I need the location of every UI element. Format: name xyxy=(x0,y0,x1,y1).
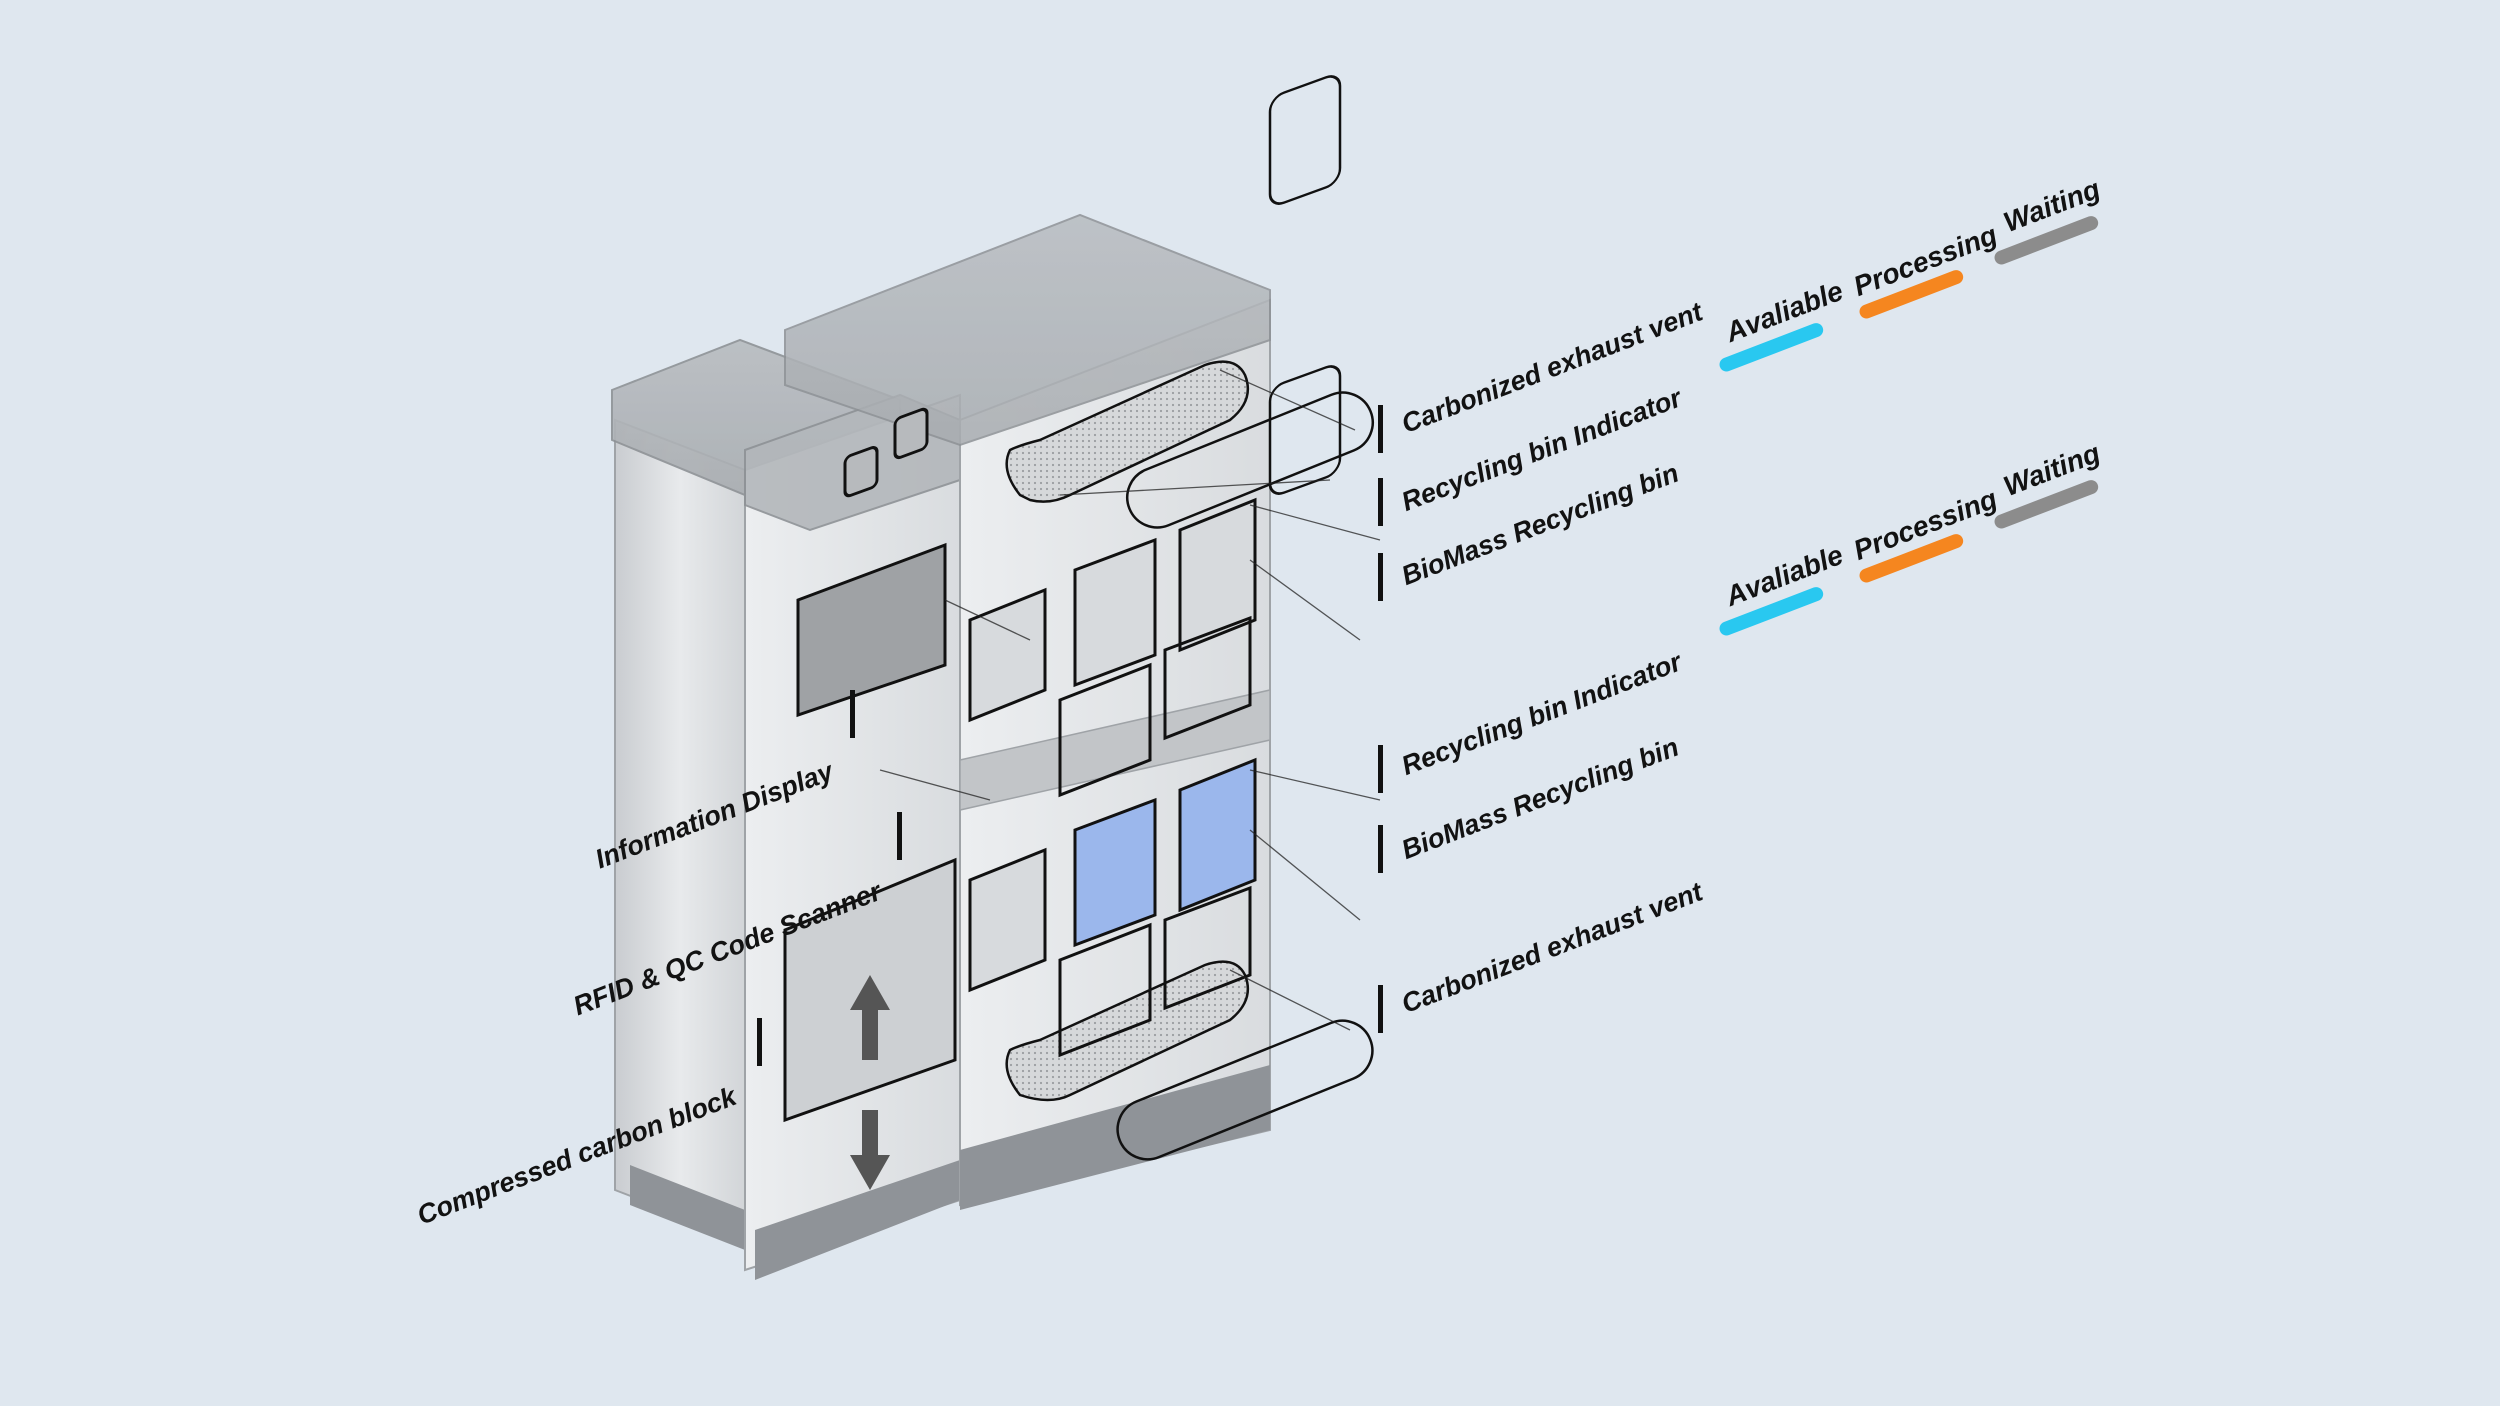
middle-column xyxy=(744,393,961,1280)
callout-tick xyxy=(1378,478,1383,526)
carbon-block-window xyxy=(783,857,957,1190)
upper-vent xyxy=(1005,360,1250,503)
callout-tick xyxy=(1378,405,1383,453)
lower-vent xyxy=(1005,960,1250,1102)
lower-bins xyxy=(968,757,1257,1058)
info-display-screen xyxy=(796,542,947,718)
callout-tick xyxy=(757,1018,762,1066)
callout-tick xyxy=(897,812,902,860)
exploded-outlines xyxy=(1116,75,1374,1161)
callout-tick xyxy=(1378,985,1383,1033)
callout-tick xyxy=(1378,825,1383,873)
upper-bins xyxy=(968,497,1257,798)
callout-tick xyxy=(1378,553,1383,601)
callout-tick xyxy=(1378,745,1383,793)
callout-tick xyxy=(850,690,855,738)
leader-lines xyxy=(879,369,1381,1031)
scanner-buttons xyxy=(843,407,929,498)
